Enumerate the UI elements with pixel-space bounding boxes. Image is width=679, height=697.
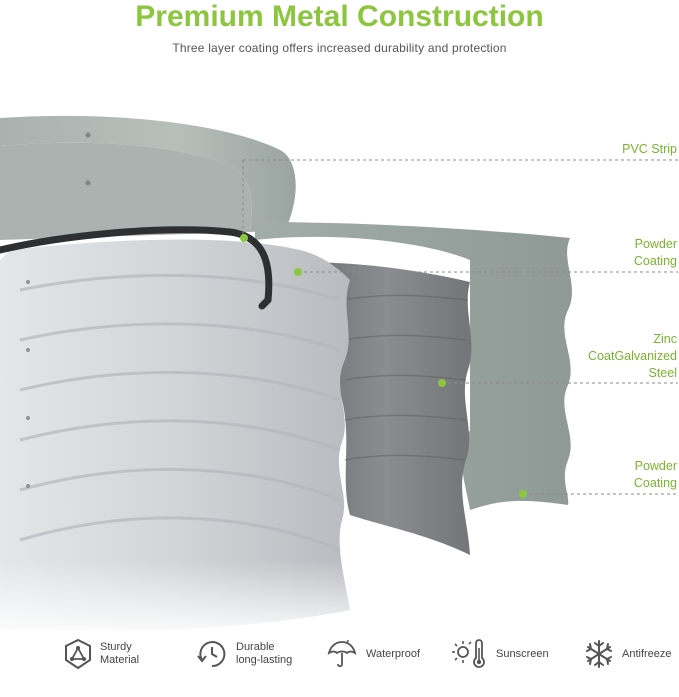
wall-rivets	[26, 280, 30, 488]
front-silver-wall	[0, 239, 350, 630]
callout-line: Powder	[634, 459, 677, 473]
feature-label-line: Durable	[236, 641, 275, 653]
sturdy-material-icon	[65, 638, 91, 670]
snowflake-icon	[586, 640, 612, 668]
callout-powder-coating-outer: Powder Coating	[634, 458, 677, 492]
callout-line: Steel	[648, 366, 678, 380]
feature-label-line: long-lasting	[236, 654, 293, 666]
feature-sunscreen: Sunscreen	[452, 638, 549, 670]
feature-label: Sunscreen	[496, 647, 549, 660]
feature-label: Antifreeze	[622, 647, 672, 660]
back-rim	[0, 115, 296, 240]
callout-dot-pvc	[240, 234, 248, 242]
feature-durable: Durable long-lasting	[196, 638, 292, 670]
callout-dot-zinc	[438, 379, 446, 387]
page-subtitle: Three layer coating offers increased dur…	[172, 41, 507, 55]
feature-row: Sturdy Material Durable long-lasting Wat…	[0, 628, 679, 688]
pvc-edge-strip	[0, 226, 273, 310]
feature-label-line: Sturdy	[100, 641, 132, 653]
front-wall-ridges	[19, 273, 341, 552]
sun-thermometer-icon	[452, 639, 485, 668]
callout-pvc-strip-text: PVC Strip	[622, 142, 677, 156]
dark-layer-ridges	[341, 294, 469, 461]
callout-line: Zinc	[653, 332, 677, 346]
callout-dot-powder-inner	[294, 268, 302, 276]
feature-label-line: Material	[100, 654, 140, 666]
durable-clock-icon	[197, 641, 226, 668]
feature-label: Waterproof	[366, 647, 421, 660]
feature-sturdy-material: Sturdy Material	[64, 638, 139, 670]
callout-lines	[242, 159, 678, 495]
callout-line: Coating	[633, 254, 677, 268]
feature-antifreeze: Antifreeze	[584, 638, 672, 670]
callout-zinc-steel: Zinc CoatGalvanized Steel	[588, 331, 677, 382]
callout-dots	[240, 234, 527, 498]
callout-line: Powder	[634, 237, 677, 251]
outer-powder-panel	[255, 222, 572, 510]
callout-pvc-strip: PVC Strip	[622, 141, 677, 158]
umbrella-icon	[327, 639, 357, 668]
page-title: Premium Metal Construction	[135, 0, 544, 33]
callout-dot-powder-outer	[519, 490, 527, 498]
callout-line: Coating	[633, 476, 677, 490]
callout-line: CoatGalvanized	[588, 349, 677, 363]
feature-waterproof: Waterproof	[326, 638, 420, 670]
feature-label: Durable long-lasting	[236, 641, 292, 667]
feature-label: Sturdy Material	[100, 641, 139, 667]
callout-powder-coating-inner: Powder Coating	[634, 236, 677, 270]
